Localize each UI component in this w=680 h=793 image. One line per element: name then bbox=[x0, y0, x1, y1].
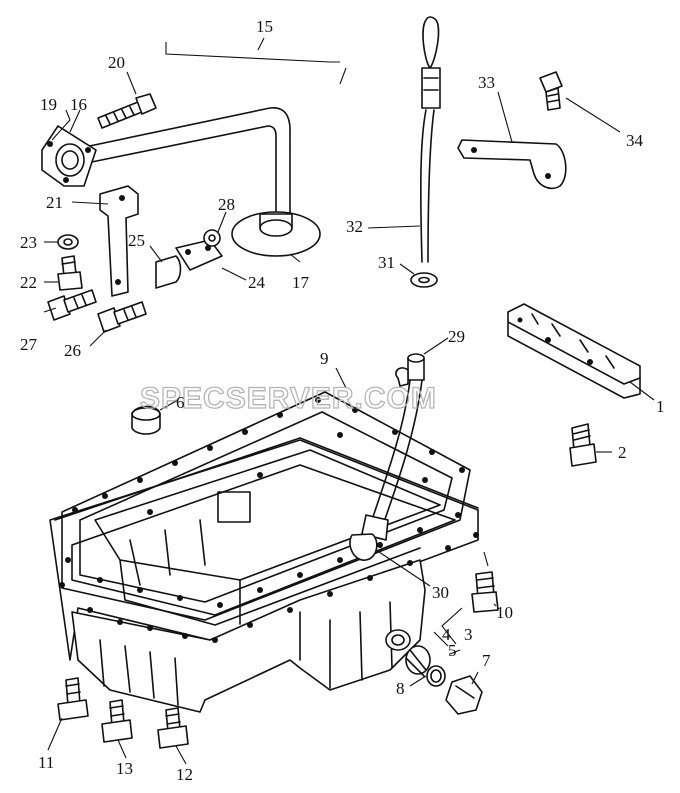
callout-26: 26 bbox=[64, 341, 81, 360]
callout-29: 29 bbox=[448, 327, 465, 346]
bolt-2 bbox=[569, 423, 597, 467]
callout-27: 27 bbox=[20, 335, 38, 354]
callout-32: 32 bbox=[346, 217, 363, 236]
flange-holes bbox=[59, 397, 479, 643]
watermark: SPECSERVER.COM bbox=[140, 382, 437, 415]
drain-plug-parts bbox=[405, 645, 483, 715]
callout-25: 25 bbox=[128, 231, 145, 250]
callout-16: 16 bbox=[70, 95, 87, 114]
callout-13: 13 bbox=[116, 759, 133, 778]
callout-28: 28 bbox=[218, 195, 235, 214]
dipstick-tube bbox=[349, 353, 425, 561]
callout-5: 5 bbox=[448, 641, 457, 660]
callout-7: 7 bbox=[482, 651, 491, 670]
callout-33: 33 bbox=[478, 73, 495, 92]
callout-6: 6 bbox=[176, 393, 185, 412]
plug-6 bbox=[131, 405, 161, 435]
bolts-11-12-13 bbox=[57, 677, 189, 749]
oil-strainer-assembly bbox=[41, 93, 321, 297]
bolt-10 bbox=[471, 571, 499, 613]
callout-31: 31 bbox=[378, 253, 395, 272]
dipstick bbox=[410, 16, 441, 288]
stiffener-rail bbox=[507, 303, 641, 399]
callout-23: 23 bbox=[20, 233, 37, 252]
callout-labels: 1 2 3 4 5 6 7 8 9 10 11 12 13 15 16 17 1… bbox=[20, 17, 665, 784]
dipstick-bracket bbox=[457, 71, 567, 190]
callout-24: 24 bbox=[248, 273, 266, 292]
bolts-22-23-26-27 bbox=[47, 234, 147, 333]
callout-3: 3 bbox=[464, 625, 473, 644]
oil-pan bbox=[49, 391, 479, 713]
callout-8: 8 bbox=[396, 679, 405, 698]
callout-30: 30 bbox=[432, 583, 449, 602]
leader-lines bbox=[43, 37, 655, 765]
callout-4: 4 bbox=[442, 625, 451, 644]
callout-9: 9 bbox=[320, 349, 329, 368]
callout-19: 19 bbox=[40, 95, 57, 114]
callout-22: 22 bbox=[20, 273, 37, 292]
callout-21: 21 bbox=[46, 193, 63, 212]
callout-11: 11 bbox=[38, 753, 54, 772]
callout-1: 1 bbox=[656, 397, 665, 416]
clamp-24-25-28 bbox=[155, 229, 223, 289]
callout-34: 34 bbox=[626, 131, 644, 150]
callout-2: 2 bbox=[618, 443, 627, 462]
callout-15: 15 bbox=[256, 17, 273, 36]
callout-17: 17 bbox=[292, 273, 310, 292]
callout-20: 20 bbox=[108, 53, 125, 72]
callout-10: 10 bbox=[496, 603, 513, 622]
callout-12: 12 bbox=[176, 765, 193, 784]
